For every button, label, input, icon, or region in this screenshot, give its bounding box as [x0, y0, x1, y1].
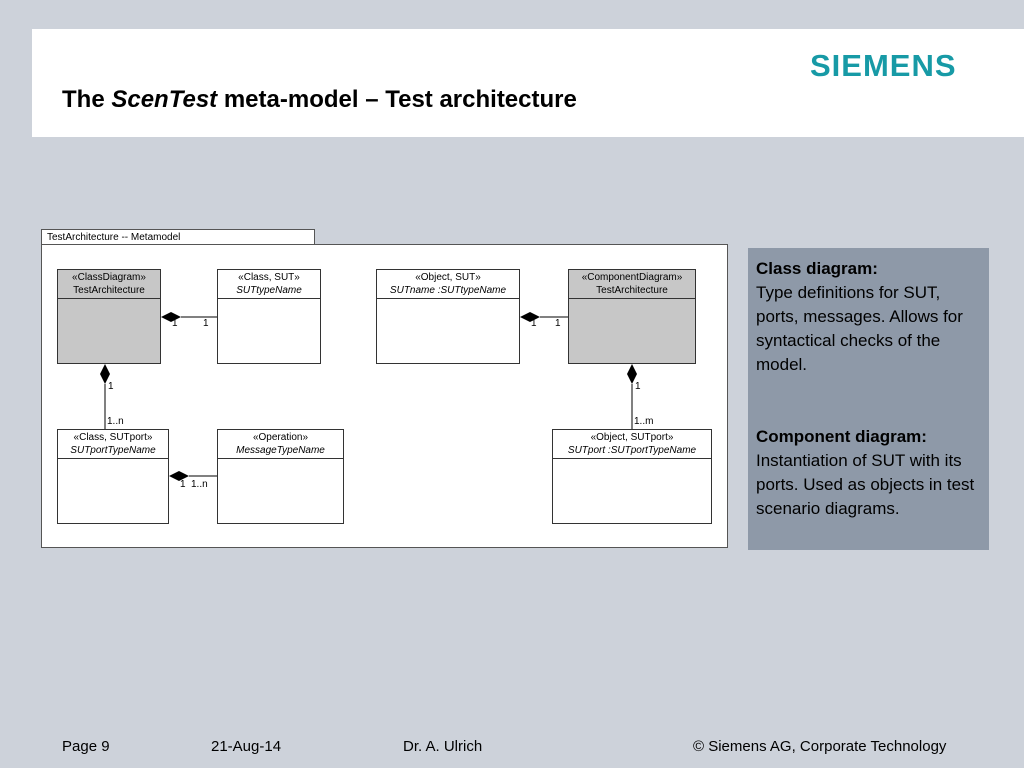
mult-cd-sut-right: 1: [203, 318, 209, 329]
footer-page: Page 9: [62, 738, 110, 755]
object-sutport-stereotype: «Object, SUTport»: [590, 432, 674, 443]
object-sut-box: «Object, SUT» SUTname :SUTtypeName: [376, 269, 520, 364]
class-sutport-stereotype: «Class, SUTport»: [73, 432, 153, 443]
diagram-frame-label: TestArchitecture -- Metamodel: [41, 229, 315, 244]
header-bar: [32, 29, 1024, 137]
classdiagram-box: «ClassDiagram» TestArchitecture: [57, 269, 161, 364]
title-suffix: meta-model – Test architecture: [217, 86, 577, 113]
componentdiagram-name: TestArchitecture: [596, 285, 668, 296]
object-sut-stereotype: «Object, SUT»: [415, 272, 481, 283]
class-sut-box: «Class, SUT» SUTtypeName: [217, 269, 321, 364]
classdiagram-stereotype: «ClassDiagram»: [72, 272, 146, 283]
mult-cd-sut-left: 1: [172, 318, 178, 329]
class-diagram-heading: Class diagram:: [756, 259, 878, 278]
siemens-logo: SIEMENS: [810, 48, 957, 83]
classdiagram-name: TestArchitecture: [73, 285, 145, 296]
object-sutport-name: SUTport :SUTportTypeName: [567, 445, 697, 456]
operation-name: MessageTypeName: [236, 445, 325, 456]
operation-box: «Operation» MessageTypeName: [217, 429, 344, 524]
class-sut-stereotype: «Class, SUT»: [238, 272, 300, 283]
class-diagram-text: Type definitions for SUT, ports, message…: [756, 283, 963, 374]
explanation-panel: Class diagram: Type definitions for SUT,…: [748, 248, 989, 550]
object-sut-name: SUTname :SUTtypeName: [389, 285, 507, 296]
mult-obj-comp-left: 1: [531, 318, 537, 329]
footer-author: Dr. A. Ulrich: [403, 738, 483, 755]
footer-copyright: © Siemens AG, Corporate Technology: [693, 738, 947, 755]
componentdiagram-stereotype: «ComponentDiagram»: [581, 272, 683, 283]
component-diagram-heading: Component diagram:: [756, 427, 927, 446]
mult-cd-port-top: 1: [108, 381, 114, 392]
operation-stereotype: «Operation»: [252, 432, 309, 443]
title-italic: ScenTest: [111, 86, 218, 113]
class-sutport-name: SUTportTypeName: [70, 445, 156, 456]
mult-comp-port-top: 1: [635, 381, 641, 392]
mult-cd-port-bottom: 1..n: [107, 416, 124, 427]
class-sut-name: SUTtypeName: [236, 285, 302, 296]
mult-comp-port-bottom: 1..m: [634, 416, 654, 427]
title-prefix: The: [62, 86, 112, 113]
object-sutport-box: «Object, SUTport» SUTport :SUTportTypeNam…: [552, 429, 712, 524]
componentdiagram-box: «ComponentDiagram» TestArchitecture: [568, 269, 696, 364]
footer-date: 21-Aug-14: [211, 738, 282, 755]
mult-obj-comp-right: 1: [555, 318, 561, 329]
class-sutport-box: «Class, SUTport» SUTportTypeName: [57, 429, 169, 524]
mult-port-op-left: 1: [180, 479, 186, 490]
component-diagram-text: Instantiation of SUT with its ports. Use…: [756, 451, 975, 518]
slide-title: The ScenTest meta-model – Test architect…: [62, 86, 577, 114]
mult-port-op-right: 1..n: [191, 479, 208, 490]
